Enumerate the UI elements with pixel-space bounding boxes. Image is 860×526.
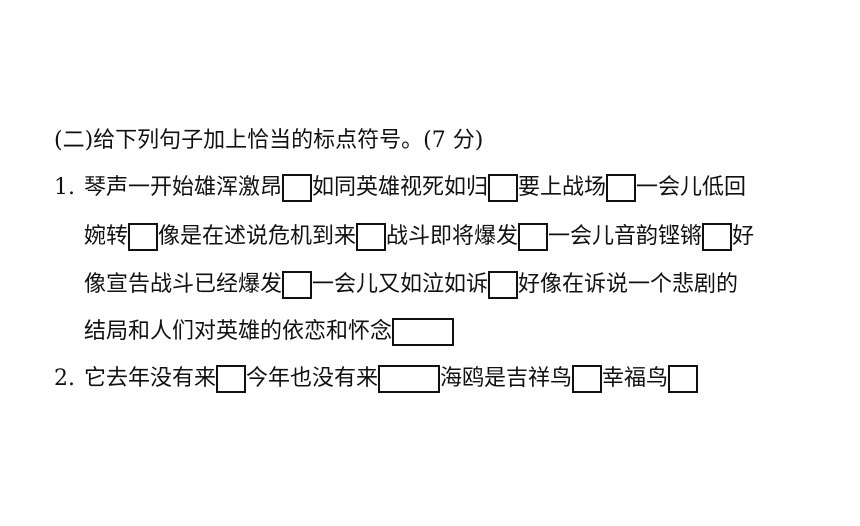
q1-text: 婉转 bbox=[84, 224, 129, 249]
q1-text: 战斗即将爆发 bbox=[386, 224, 519, 249]
q1-number: 1. bbox=[54, 175, 75, 200]
q2-text: 海鸥是吉祥鸟 bbox=[440, 366, 573, 391]
answer-box[interactable] bbox=[216, 365, 247, 393]
q2-number: 2. bbox=[54, 366, 75, 391]
answer-box[interactable] bbox=[128, 223, 159, 251]
q1-text: 像是在述说危机到来 bbox=[158, 224, 357, 249]
q2-line: 2. 它去年没有来 今年也没有来 海鸥是吉祥鸟 幸福鸟 bbox=[54, 362, 699, 396]
q1-text: 要上战场 bbox=[518, 175, 607, 200]
q2-text: 今年也没有来 bbox=[246, 366, 379, 391]
answer-box[interactable] bbox=[282, 271, 313, 299]
q1-line-2: 婉转 像是在述说危机到来 战斗即将爆发 一会儿音韵铿锵 好 bbox=[84, 220, 754, 254]
answer-box[interactable] bbox=[488, 271, 519, 299]
q2-text: 幸福鸟 bbox=[602, 366, 669, 391]
q1-text: 好像在诉说一个悲剧的 bbox=[518, 272, 739, 297]
q1-text: 一会儿又如泣如诉 bbox=[312, 272, 489, 297]
q1-text: 好 bbox=[732, 224, 755, 249]
q1-text: 一会儿音韵铿锵 bbox=[548, 224, 703, 249]
answer-box[interactable] bbox=[702, 223, 733, 251]
answer-box[interactable] bbox=[572, 365, 603, 393]
answer-box-wide[interactable] bbox=[392, 318, 455, 346]
q1-text: 结局和人们对英雄的依恋和怀念 bbox=[84, 319, 393, 344]
q1-text: 像宣告战斗已经爆发 bbox=[84, 272, 283, 297]
q1-text: 如同英雄视死如归 bbox=[312, 175, 489, 200]
q2-text: 它去年没有来 bbox=[84, 366, 217, 391]
q1-text: 一会儿低回 bbox=[636, 175, 747, 200]
answer-box[interactable] bbox=[606, 174, 637, 202]
answer-box[interactable] bbox=[356, 223, 387, 251]
section-title: (二)给下列句子加上恰当的标点符号。(7 分) bbox=[54, 124, 483, 158]
answer-box[interactable] bbox=[282, 174, 313, 202]
q1-line-3: 像宣告战斗已经爆发 一会儿又如泣如诉 好像在诉说一个悲剧的 bbox=[84, 268, 738, 302]
q1-line-4: 结局和人们对英雄的依恋和怀念 bbox=[84, 315, 455, 349]
answer-box[interactable] bbox=[488, 174, 519, 202]
answer-box[interactable] bbox=[668, 365, 699, 393]
section-title-text: (二)给下列句子加上恰当的标点符号。(7 分) bbox=[54, 128, 484, 153]
q1-text: 琴声一开始雄浑激昂 bbox=[84, 175, 283, 200]
answer-box[interactable] bbox=[518, 223, 549, 251]
q1-line-1: 1. 琴声一开始雄浑激昂 如同英雄视死如归 要上战场 一会儿低回 bbox=[54, 171, 746, 205]
answer-box-wide[interactable] bbox=[378, 365, 441, 393]
